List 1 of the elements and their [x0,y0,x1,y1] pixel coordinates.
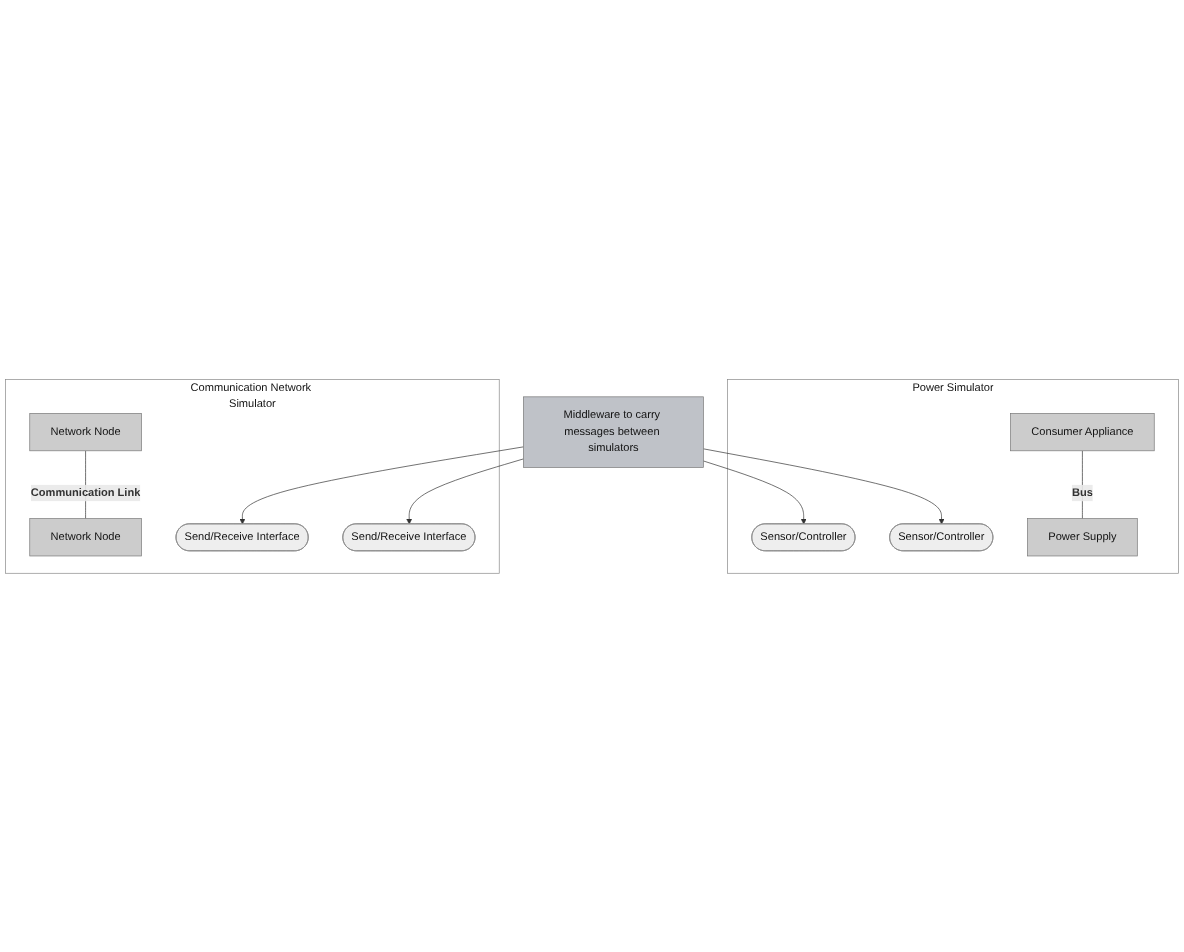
connector [1082,450,1083,519]
